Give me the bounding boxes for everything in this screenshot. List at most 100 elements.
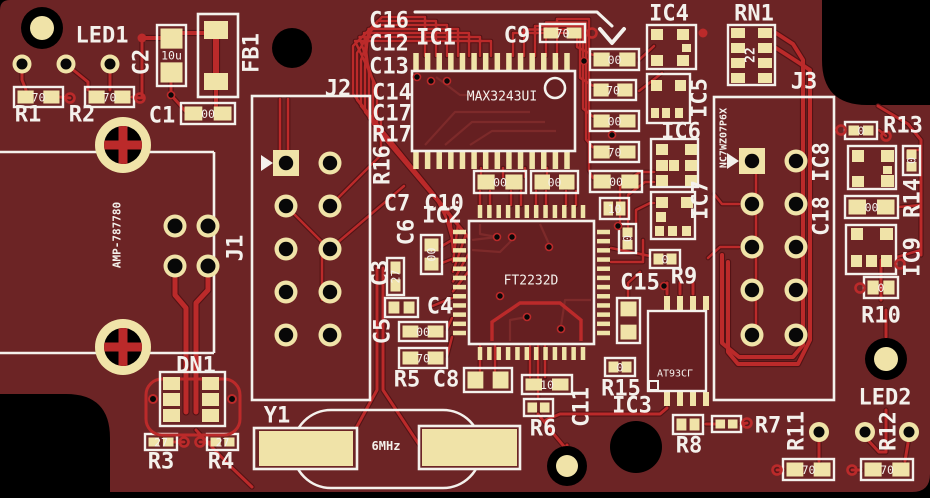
header-hole [744,196,760,212]
ic2-ft2232d [453,205,610,360]
smd-pad [593,52,610,67]
smd-R5c: 70 [397,346,449,370]
smd-value: 70 [32,91,46,105]
ic-pin [453,248,466,253]
via-ring [854,282,866,294]
smd-pad [593,83,609,97]
ic-pin [506,53,512,70]
label-c5: C5 [371,318,396,345]
label-fb1: FB1 [240,33,265,73]
sot-pad [685,175,697,186]
sot-outline [649,190,697,241]
smd-pad [213,106,232,121]
y1-pad [422,429,517,466]
sot-IC7 [649,190,697,241]
ic-pin [597,284,610,290]
sot-pad [655,226,664,236]
sot-pad [677,29,689,40]
smd-C1: 00 [179,101,237,126]
smd-outline [397,346,449,370]
smd-outline [588,78,638,102]
label-j2: J2 [325,77,352,102]
ic-pin [517,53,524,70]
sot-pad [685,144,697,155]
ic-pin [597,229,610,235]
smd-pad [204,21,228,39]
copper-trace [440,238,454,248]
sot-pad [656,212,666,222]
label-rn1: RN1 [734,2,774,27]
header-hole [788,239,804,255]
smd-outline [397,320,449,343]
label-22: 22 [744,47,759,63]
header-hole [744,153,760,169]
ic-pin [517,152,524,169]
board-hole [272,28,312,68]
dn1-pad [163,393,180,406]
ic-pin [552,53,559,70]
ic-pin [677,392,683,406]
ic-pin [482,152,489,169]
dn1-pad [163,377,180,390]
label-ic1: IC1 [416,26,456,51]
via [227,394,237,404]
sot-pad [852,150,864,162]
smd-pad [727,419,738,429]
pin1-arrow [261,155,273,171]
copper-trace [726,46,812,366]
header-hole [278,155,294,171]
label-r3: R3 [148,450,175,475]
smd-value: 0 [621,235,635,242]
ic2-inner [508,315,528,341]
via-ring [741,417,753,429]
mount-cross-v [118,328,128,366]
via-ring [134,92,146,104]
smd-outline [671,413,705,436]
copper-trace [609,238,645,264]
label-ic7: IC7 [689,180,714,220]
smd-pad [620,324,637,340]
rn1-pad [731,73,745,83]
smd-outline [859,457,915,482]
smd-C15c [615,296,642,345]
smd-outline [83,85,136,109]
ic2-inner [478,224,498,239]
ic-pin [487,347,492,360]
ic1-inner [424,110,530,146]
round-pad [56,54,76,74]
ic-pin [448,53,454,70]
ic-pin [477,347,483,360]
ic-pin [505,347,511,360]
copper-trace [720,31,805,359]
smd-pad [88,90,105,104]
ic-pin [703,392,709,406]
smd-RIC7: 0 [648,248,682,270]
ic-pin [515,347,520,360]
smd-outline [12,85,65,109]
ic-pin [533,205,539,218]
ic-pin [413,152,419,169]
smd-pad [17,90,34,104]
ic-pin [453,321,466,327]
via [412,72,422,82]
ic-pin [471,152,477,169]
smd-pad [593,145,610,159]
sot-pad [651,80,662,91]
smd-RC6: 10 [598,196,631,221]
pad-hole [104,58,116,70]
sot-pad [881,255,892,267]
via-ring [178,436,190,448]
sot-outline [844,223,898,276]
ic-pin [597,321,610,327]
smd-outline [781,457,836,482]
smd-pad [114,90,131,104]
rn1-pad [758,28,772,38]
ic-pin [505,205,511,218]
smd-C10c: 00 [419,233,444,276]
label-c14: C14 [372,81,412,106]
smd-pad [224,437,235,447]
ic-pin [482,53,489,70]
copper-trace [895,248,923,259]
smd-pad [619,52,636,67]
